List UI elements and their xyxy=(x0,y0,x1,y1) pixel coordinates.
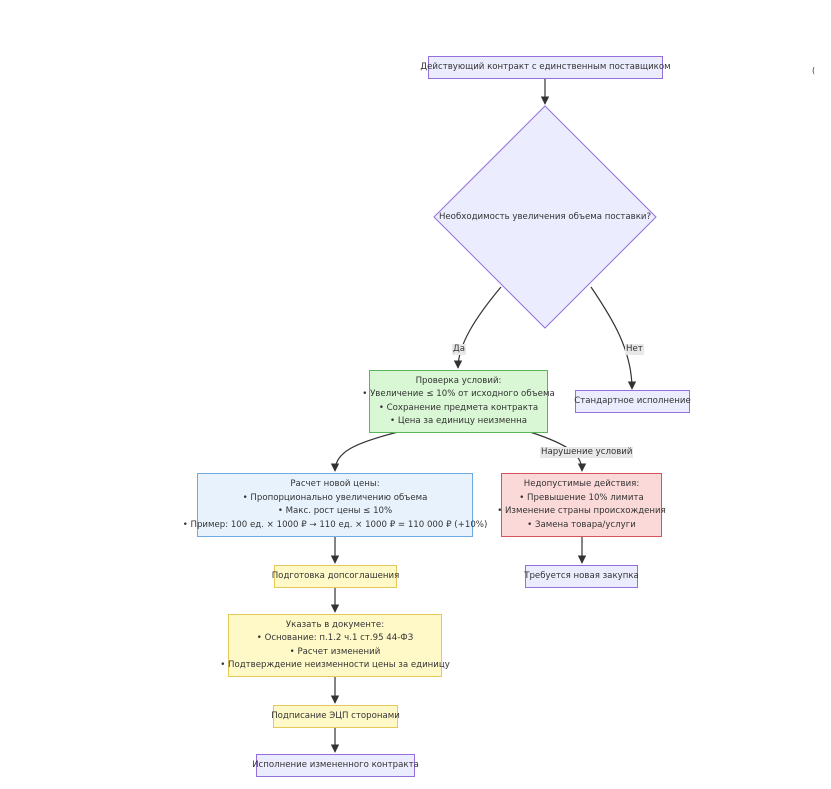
node-forbidden-actions: Недопустимые действия: • Превышение 10% … xyxy=(497,473,666,537)
node-document-title: Указать в документе: xyxy=(285,619,385,630)
node-start: Действующий контракт с единственным пост… xyxy=(420,56,671,79)
node-calc-line-3: • Пример: 100 ед. × 1000 ₽ → 110 ед. × 1… xyxy=(182,519,488,530)
node-new-purchase: Требуется новая закупка xyxy=(524,565,639,588)
node-check-conditions: Проверка условий: • Увеличение ≤ 10% от … xyxy=(362,370,555,433)
node-check-line-1: • Увеличение ≤ 10% от исходного объема xyxy=(362,389,555,399)
node-execute-label: Исполнение измененного контракта xyxy=(252,759,419,770)
node-prepare-label: Подготовка допсоглашения xyxy=(271,570,400,581)
node-prepare-addendum: Подготовка допсоглашения xyxy=(271,565,400,588)
node-calc-title: Расчет новой цены: xyxy=(290,479,380,489)
node-document-requirements: Указать в документе: • Основание: п.1.2 … xyxy=(220,614,450,677)
node-price-calculation: Расчет новой цены: • Пропорционально уве… xyxy=(183,473,487,537)
node-new-purchase-label: Требуется новая закупка xyxy=(524,570,639,581)
node-check-line-2: • Сохранение предмета контракта xyxy=(378,402,539,413)
node-standard-label: Стандартное исполнение xyxy=(574,395,691,406)
node-forbidden-line-1: • Превышение 10% лимита xyxy=(519,492,644,503)
stray-mark: ( xyxy=(812,66,816,75)
node-document-line-3: • Подтверждение неизменности цены за еди… xyxy=(220,660,450,670)
edge-label-yes: Да xyxy=(452,344,466,355)
node-document-line-1: • Основание: п.1.2 ч.1 ст.95 44-ФЗ xyxy=(256,633,414,643)
node-check-line-3: • Цена за единицу неизменна xyxy=(390,416,527,426)
node-sign-eds: Подписание ЭЦП сторонами xyxy=(271,705,400,728)
edge-decision-to-standard xyxy=(590,286,637,390)
edge-decision-to-check xyxy=(453,286,502,369)
node-standard-execution: Стандартное исполнение xyxy=(574,390,691,413)
node-calc-line-1: • Пропорционально увеличению объема xyxy=(242,492,428,503)
node-sign-label: Подписание ЭЦП сторонами xyxy=(271,710,400,721)
edge-label-no: Нет xyxy=(625,344,644,355)
node-start-label: Действующий контракт с единственным пост… xyxy=(420,61,671,72)
node-forbidden-line-2: • Изменение страны происхождения xyxy=(497,506,666,516)
edge-check-to-calc xyxy=(330,431,399,472)
decision-diamond xyxy=(433,105,657,329)
decision-label: Необходимость увеличения объема поставки… xyxy=(438,212,652,222)
node-calc-line-2: • Макс. рост цены ≤ 10% xyxy=(277,506,393,516)
node-forbidden-title: Недопустимые действия: xyxy=(523,479,640,489)
node-execute-contract: Исполнение измененного контракта xyxy=(252,754,419,777)
node-forbidden-line-3: • Замена товара/услуги xyxy=(527,519,636,530)
node-document-line-2: • Расчет изменений xyxy=(289,646,381,657)
node-check-title: Проверка условий: xyxy=(415,375,502,386)
edge-label-violation: Нарушение условий xyxy=(540,447,634,458)
